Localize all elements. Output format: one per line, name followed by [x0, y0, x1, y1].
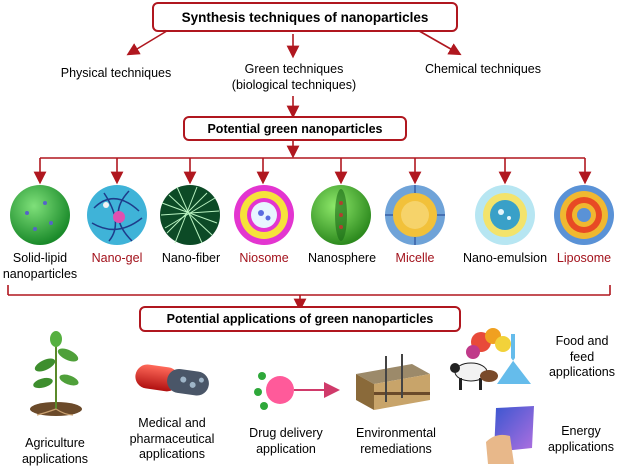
np-label-solid-lipid-line2: nanoparticles [2, 266, 78, 281]
app-label-drug: Drug delivery application [236, 426, 336, 457]
physical-techniques: Physical techniques [60, 66, 172, 80]
app-food-line1: Food and [555, 334, 609, 348]
nano-fiber-image [160, 185, 220, 245]
food-feed-image [450, 328, 531, 390]
np-label-niosome: Niosome [239, 251, 289, 265]
title-box: Synthesis techniques of nanoparticles [152, 2, 458, 32]
app-drug-line1: Drug delivery [249, 426, 323, 440]
green-techniques-line1: Green techniques [244, 62, 344, 76]
nanosphere-image [311, 185, 371, 245]
green-techniques: Green techniques (biological techniques) [214, 62, 374, 93]
green-techniques-line2: (biological techniques) [231, 77, 357, 92]
liposome-image [554, 185, 614, 245]
potential-green-text: Potential green nanoparticles [207, 121, 383, 136]
app-environment-line2: remediations [360, 441, 432, 456]
chemical-techniques: Chemical techniques [424, 62, 542, 76]
app-agriculture-line1: Agriculture [25, 436, 85, 450]
app-agriculture-line2: applications [21, 451, 88, 466]
app-energy-line1: Energy [561, 424, 601, 438]
energy-image [486, 406, 534, 464]
np-label-liposome: Liposome [556, 251, 612, 265]
nano-gel-image [87, 185, 147, 245]
environment-image [356, 354, 430, 410]
drug-delivery-image [254, 372, 340, 410]
app-label-medical: Medical and pharmaceutical applications [116, 416, 228, 463]
plant-image [30, 331, 82, 416]
potential-green-box: Potential green nanoparticles [183, 116, 407, 141]
app-label-environment: Environmental remediations [341, 426, 451, 457]
applications-box: Potential applications of green nanopart… [139, 306, 461, 332]
np-label-nano-fiber: Nano-fiber [161, 251, 221, 265]
title-text: Synthesis techniques of nanoparticles [181, 9, 429, 25]
np-label-micelle: Micelle [395, 251, 435, 265]
app-medical-line1: Medical and [138, 416, 206, 430]
app-medical-line2: pharmaceutical [129, 431, 215, 446]
app-food-line2: feed [569, 349, 595, 364]
app-label-food: Food and feed applications [547, 334, 617, 381]
np-label-nanosphere: Nanosphere [307, 251, 377, 265]
np-label-solid-lipid: Solid-lipid nanoparticles [0, 251, 85, 282]
np-label-nano-emulsion: Nano-emulsion [462, 251, 548, 265]
micelle-image [385, 185, 445, 245]
np-label-nano-gel: Nano-gel [91, 251, 143, 265]
app-energy-line2: applications [547, 439, 614, 454]
solid-lipid-image [10, 185, 70, 245]
app-environment-line1: Environmental [356, 426, 436, 440]
app-food-line3: applications [548, 365, 615, 380]
capsule-image [135, 364, 209, 396]
app-label-agriculture: Agriculture applications [5, 436, 105, 467]
app-drug-line2: application [256, 441, 316, 456]
niosome-image [234, 185, 294, 245]
app-label-energy: Energy applications [545, 424, 617, 455]
app-medical-line3: applications [138, 447, 205, 462]
np-label-solid-lipid-line1: Solid-lipid [12, 251, 68, 265]
applications-title-text: Potential applications of green nanopart… [166, 312, 434, 326]
nano-emulsion-image [475, 185, 535, 245]
